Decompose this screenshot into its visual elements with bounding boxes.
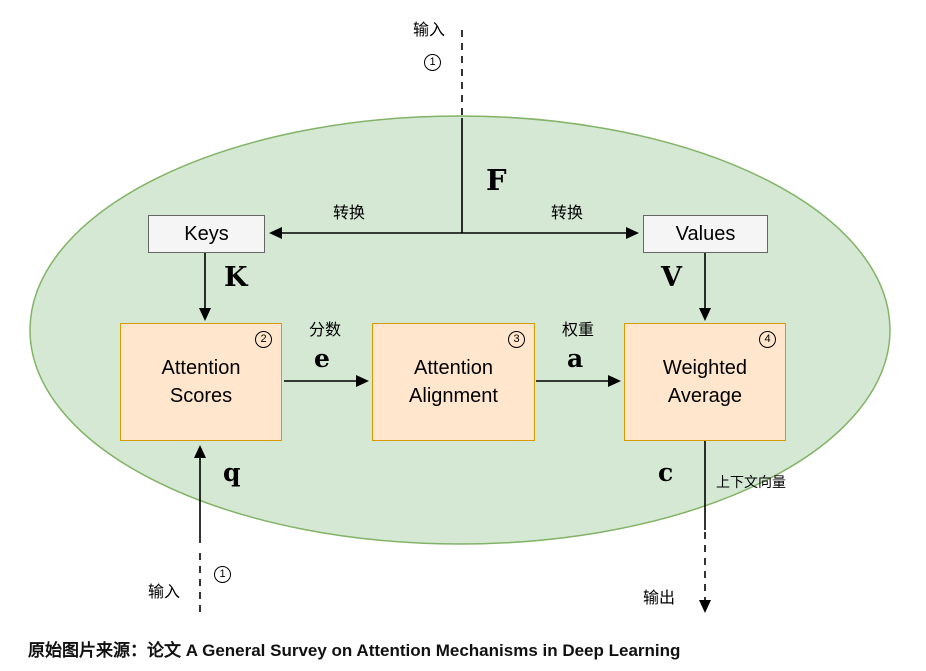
- node-attention-alignment-label: Attention Alignment: [409, 357, 498, 407]
- arrowhead-v: [699, 308, 711, 321]
- node-attention-alignment: 3 Attention Alignment: [372, 323, 535, 441]
- var-K: K: [224, 262, 248, 293]
- source-caption: 原始图片来源：论文 A General Survey on Attention …: [28, 641, 681, 660]
- node-attention-scores-label: Attention Scores: [161, 357, 241, 407]
- var-c: c: [658, 458, 674, 487]
- var-a: a: [567, 344, 584, 373]
- var-F: F: [486, 163, 507, 197]
- weight-edge-label: 权重: [562, 322, 595, 339]
- arrow-heads: [194, 227, 711, 613]
- var-V: V: [661, 262, 682, 293]
- arrowhead-e: [356, 375, 369, 387]
- bottom-input-label: 输入: [148, 584, 181, 601]
- node-values-label: Values: [675, 223, 736, 245]
- top-input-label: 输入: [413, 22, 446, 39]
- arrowhead-output: [699, 600, 711, 613]
- node-values: Values: [643, 215, 768, 253]
- var-e: e: [314, 344, 330, 373]
- score-edge-label: 分数: [309, 322, 342, 339]
- node-keys: Keys: [148, 215, 265, 253]
- arrowhead-q: [194, 445, 206, 458]
- node-attention-scores: 2 Attention Scores: [120, 323, 282, 441]
- top-input-step-badge: 1: [424, 54, 441, 71]
- step-badge-2: 2: [255, 331, 272, 348]
- step-badge-4: 4: [759, 331, 776, 348]
- node-keys-label: Keys: [184, 223, 229, 245]
- var-q: q: [223, 458, 241, 487]
- arrowhead-a: [608, 375, 621, 387]
- node-weighted-average: 4 Weighted Average: [624, 323, 786, 441]
- arrowhead-values: [626, 227, 639, 239]
- context-vector-label: 上下文向量: [716, 474, 786, 490]
- arrowhead-keys: [269, 227, 282, 239]
- transform-right-label: 转换: [551, 205, 584, 222]
- transform-left-label: 转换: [333, 205, 366, 222]
- bottom-input-step-badge: 1: [214, 566, 231, 583]
- edges: [199, 30, 706, 612]
- output-label: 输出: [643, 590, 676, 607]
- arrowhead-k: [199, 308, 211, 321]
- node-weighted-average-label: Weighted Average: [662, 357, 748, 407]
- step-badge-3: 3: [508, 331, 525, 348]
